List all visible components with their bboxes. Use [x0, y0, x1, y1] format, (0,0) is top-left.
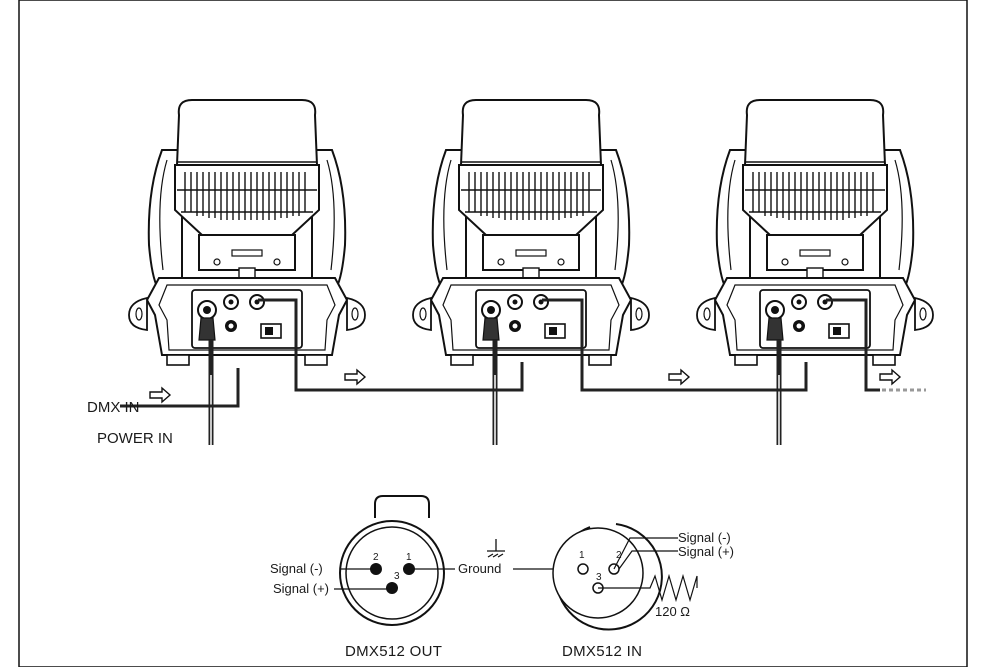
ground-icon [487, 539, 505, 558]
dmx512-in-connector: 1 2 3 [552, 523, 663, 631]
in-pin-1: 1 [579, 550, 585, 561]
in-signal-plus: Signal (+) [678, 544, 734, 559]
signal-arrows [149, 368, 902, 404]
out-pin-2: 2 [373, 552, 379, 563]
resistor-label: 120 Ω [655, 604, 690, 619]
fixture-3 [696, 99, 934, 366]
in-pin-2: 2 [616, 550, 622, 561]
fixture-1 [128, 99, 366, 366]
dmx512-out-connector: 2 1 3 [339, 495, 445, 626]
dmx-chain [120, 298, 880, 408]
fixture-2 [412, 99, 650, 366]
out-signal-minus: Signal (-) [270, 561, 323, 576]
ground-label: Ground [458, 561, 501, 576]
in-signal-minus: Signal (-) [678, 530, 731, 545]
power-in-label: POWER IN [97, 430, 173, 447]
dmx-in-label: DMX IN [87, 399, 140, 416]
out-pin-1: 1 [406, 552, 412, 563]
diagram-border [18, 0, 968, 667]
dmx512-in-title: DMX512 IN [562, 643, 642, 660]
dmx512-out-title: DMX512 OUT [345, 643, 442, 660]
out-pin-3: 3 [394, 571, 400, 582]
out-signal-plus: Signal (+) [273, 581, 329, 596]
in-pin-3: 3 [596, 572, 602, 583]
